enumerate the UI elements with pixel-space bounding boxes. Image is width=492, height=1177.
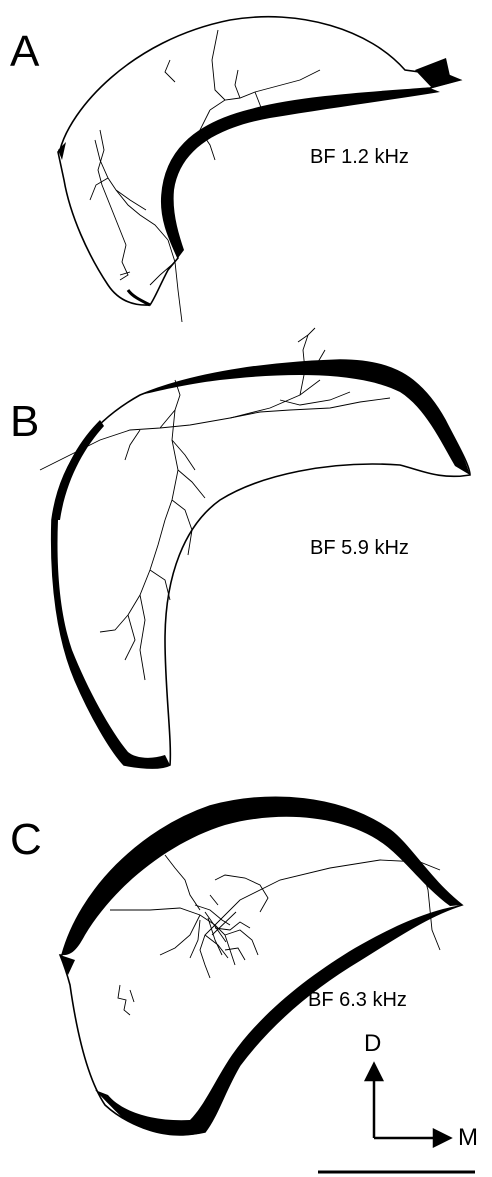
panel-b-outline bbox=[52, 360, 470, 768]
medial-label: M bbox=[458, 1126, 478, 1150]
panel-a-bf-label: BF 1.2 kHz bbox=[310, 147, 409, 167]
panel-a-letter: A bbox=[10, 30, 39, 74]
panel-a-neuron bbox=[90, 30, 320, 322]
panel-c-letter: C bbox=[10, 818, 42, 862]
panel-c-outline bbox=[60, 797, 462, 1135]
panel-b-letter: B bbox=[10, 400, 39, 444]
dorsal-label: D bbox=[364, 1032, 381, 1056]
orientation-arrows bbox=[366, 1064, 450, 1146]
dorsal-arrow-head bbox=[366, 1064, 382, 1080]
panel-b-bf-label: BF 5.9 kHz bbox=[310, 538, 409, 558]
medial-arrow-head bbox=[434, 1130, 450, 1146]
panel-c-bf-label: BF 6.3 kHz bbox=[308, 990, 407, 1010]
